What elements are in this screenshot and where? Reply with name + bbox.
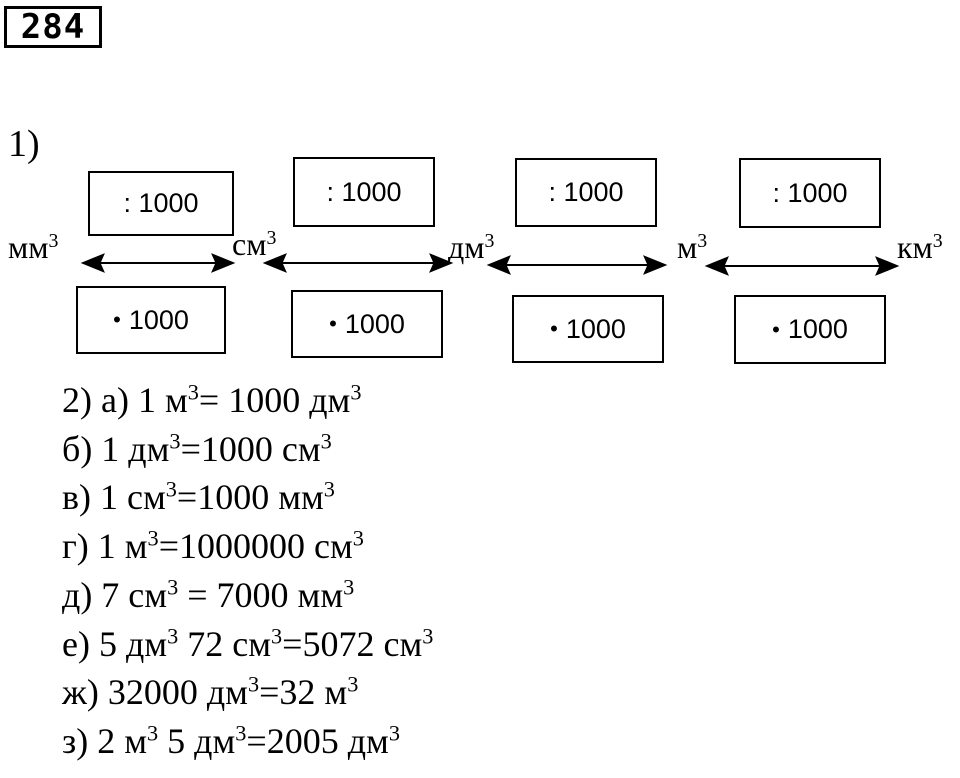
multiply-value: 1000 — [128, 304, 189, 335]
answer-line: б) 1 дм3=1000 см3 — [62, 425, 433, 474]
multiply-box-3: • 1000 — [512, 295, 664, 363]
exponent: 3 — [422, 623, 434, 649]
multiply-box-1: • 1000 — [76, 286, 226, 354]
unit-cm3: см3 — [232, 227, 276, 261]
arrow-mm-cm — [80, 253, 236, 273]
unit-m3: м3 — [677, 230, 707, 264]
answer-text: ж) 32000 дм — [62, 672, 248, 713]
multiply-sign: • — [329, 311, 337, 336]
multiply-sign: • — [550, 316, 558, 341]
unit-exponent: 3 — [266, 227, 277, 250]
answer-text: в) 1 см — [62, 477, 166, 518]
arrow-dm-m — [486, 255, 668, 275]
divide-label: : 1000 — [772, 177, 848, 208]
answer-text: =2005 дм — [246, 720, 389, 761]
unit-mm3: мм3 — [8, 230, 58, 264]
unit-base: м — [677, 229, 698, 265]
divide-box-3: : 1000 — [515, 158, 657, 227]
unit-km3: км3 — [897, 230, 943, 264]
answer-text: =1000 см — [180, 428, 321, 469]
answer-text: б) 1 дм — [62, 428, 170, 469]
multiply-value: 1000 — [344, 308, 405, 339]
exponent: 3 — [388, 720, 400, 746]
exponent: 3 — [169, 428, 181, 454]
answer-line: е) 5 дм3 72 см3=5072 см3 — [62, 620, 433, 669]
exponent: 3 — [167, 623, 179, 649]
answer-line: ж) 32000 дм3=32 м3 — [62, 668, 433, 717]
answer-text: е) 5 дм — [62, 623, 168, 664]
divide-label: : 1000 — [123, 188, 199, 218]
unit-exponent: 3 — [48, 230, 59, 253]
answer-line: д) 7 см3 = 7000 мм3 — [62, 571, 433, 620]
divide-label: : 1000 — [326, 176, 402, 207]
exponent: 3 — [352, 525, 364, 551]
multiply-sign: • — [113, 307, 121, 332]
unit-base: км — [897, 229, 933, 265]
exponent: 3 — [347, 671, 359, 697]
unit-exponent: 3 — [484, 230, 495, 253]
answer-text: =5072 см — [282, 623, 423, 664]
exponent: 3 — [165, 477, 177, 503]
answer-text: 72 см — [178, 623, 271, 664]
exponent: 3 — [147, 525, 159, 551]
answer-text: =32 м — [259, 672, 348, 713]
exponent: 3 — [247, 671, 260, 697]
answer-text: =1000 мм — [176, 477, 324, 518]
answer-text: 5 дм — [158, 720, 236, 761]
divide-box-1: : 1000 — [88, 171, 234, 236]
exponent: 3 — [235, 720, 247, 746]
answer-text: 2) а) 1 м — [62, 380, 188, 420]
multiply-value: 1000 — [565, 313, 626, 344]
exponent: 3 — [323, 477, 335, 503]
answer-text: з) 2 м — [62, 720, 147, 761]
answer-text: д) 7 см — [62, 574, 168, 615]
exponent: 3 — [350, 379, 362, 405]
unit-exponent: 3 — [932, 230, 943, 253]
part-1-label: 1) — [8, 123, 40, 165]
answer-line: з) 2 м3 5 дм3=2005 дм3 — [62, 717, 433, 766]
exponent: 3 — [147, 720, 159, 746]
exponent: 3 — [167, 574, 179, 600]
unit-base: см — [232, 226, 267, 262]
problem-number-badge: 284 — [4, 6, 102, 48]
arrow-cm-dm — [262, 253, 454, 273]
arrow-m-km — [704, 256, 900, 276]
exponent: 3 — [271, 623, 283, 649]
unit-base: мм — [8, 229, 49, 265]
divide-label: : 1000 — [548, 177, 624, 207]
exponent: 3 — [343, 574, 355, 600]
unit-exponent: 3 — [697, 230, 708, 253]
multiply-sign: • — [772, 316, 780, 342]
exponent: 3 — [320, 428, 332, 454]
answer-line: в) 1 см3=1000 мм3 — [62, 473, 433, 522]
exponent: 3 — [187, 379, 199, 405]
answer-text: =1000000 см — [158, 526, 353, 567]
answer-text: = 1000 дм — [198, 380, 351, 420]
divide-box-4: : 1000 — [739, 158, 881, 228]
multiply-box-2: • 1000 — [291, 290, 443, 358]
answer-line: г) 1 м3=1000000 см3 — [62, 522, 433, 571]
multiply-value: 1000 — [787, 314, 848, 344]
answer-line: 2) а) 1 м3= 1000 дм3 — [62, 376, 433, 425]
answer-text: г) 1 м — [62, 526, 148, 567]
unit-dm3: дм3 — [448, 230, 494, 264]
divide-box-2: : 1000 — [293, 157, 435, 227]
unit-base: дм — [448, 229, 485, 265]
answer-text: = 7000 мм — [178, 574, 344, 615]
multiply-box-4: • 1000 — [734, 295, 886, 364]
